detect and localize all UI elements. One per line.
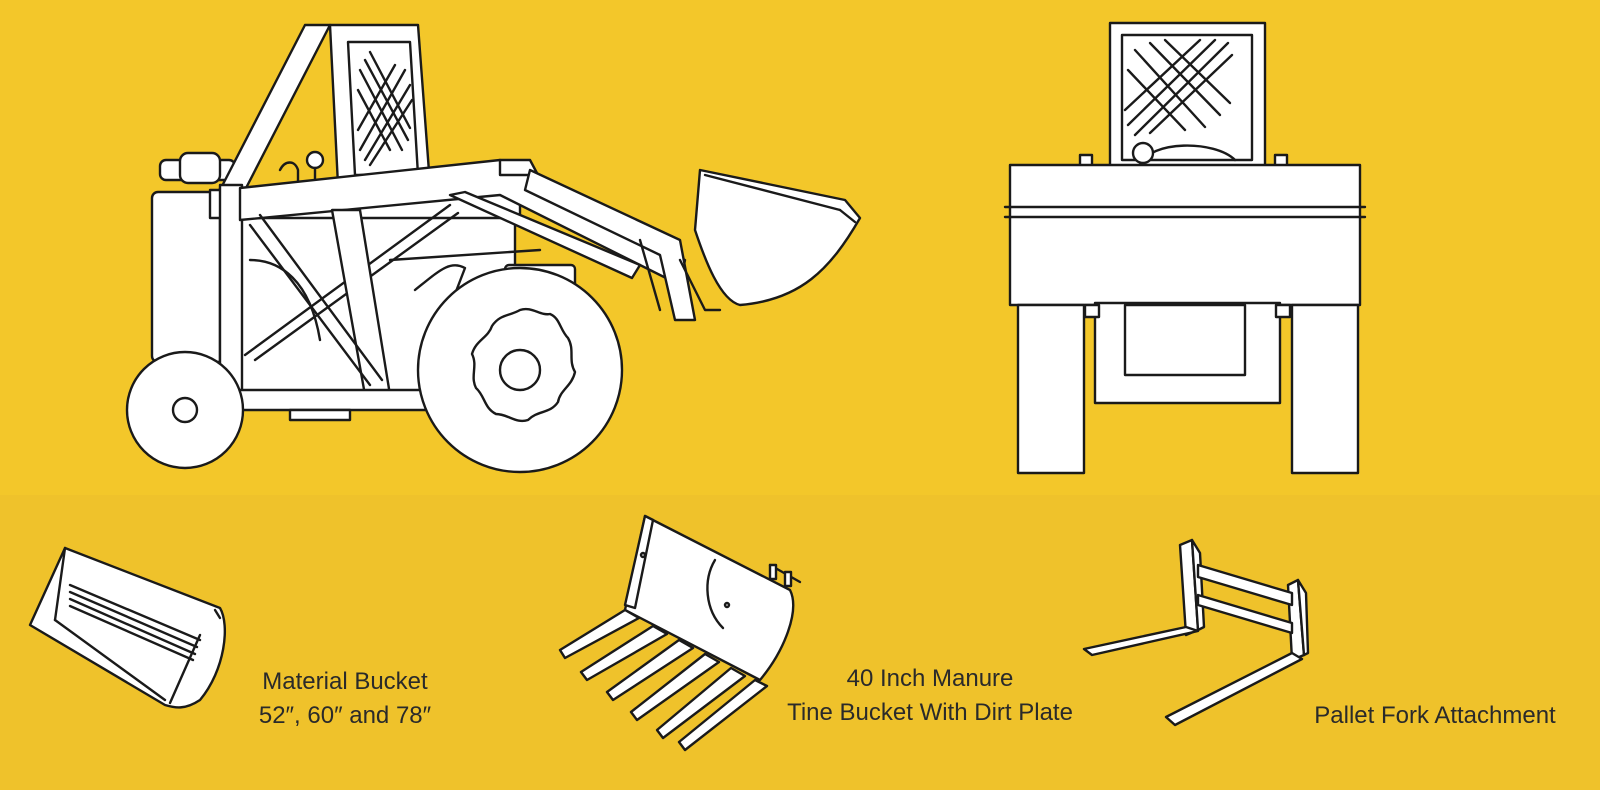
manure-tine-bucket-illustration xyxy=(558,514,802,752)
loader-tractor-side-view xyxy=(125,23,862,474)
material-bucket-caption-line1: Material Bucket xyxy=(262,668,428,695)
material-bucket-caption: Material Bucket 52″, 60″ and 78″ xyxy=(235,665,455,733)
material-bucket-illustration xyxy=(28,546,226,709)
material-bucket-caption-line2: 52″, 60″ and 78″ xyxy=(258,702,432,729)
loader-tractor-front-view xyxy=(1003,21,1367,475)
pallet-fork-caption: Pallet Fork Attachment xyxy=(1290,699,1580,733)
manure-bucket-caption-line2: Tine Bucket With Dirt Plate xyxy=(787,699,1073,726)
pallet-fork-illustration xyxy=(1082,538,1310,727)
pallet-fork-caption-line1: Pallet Fork Attachment xyxy=(1314,702,1556,729)
manure-bucket-caption-line1: 40 Inch Manure xyxy=(846,665,1014,692)
manure-bucket-caption: 40 Inch Manure Tine Bucket With Dirt Pla… xyxy=(755,662,1105,730)
lower-background-band xyxy=(0,495,1600,790)
